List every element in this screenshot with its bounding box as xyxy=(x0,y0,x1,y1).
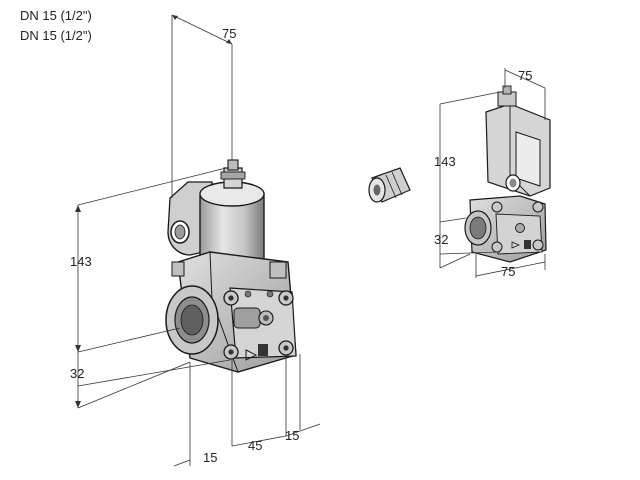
large-dimension-lines xyxy=(75,14,321,467)
large-dim-top-75: 75 xyxy=(222,26,236,41)
large-dim-bottom-right-15: 15 xyxy=(285,428,299,443)
cable-gland xyxy=(368,167,411,203)
large-dim-bottom-left-15: 15 xyxy=(203,450,217,465)
large-dim-height-143: 143 xyxy=(70,254,92,269)
small-dim-top-75: 75 xyxy=(518,68,532,83)
large-dim-bottom-mid-45: 45 xyxy=(248,438,262,453)
small-dimension-lines xyxy=(439,68,546,278)
header-line-2: DN 15 (1/2") xyxy=(20,28,92,43)
small-valve xyxy=(464,85,551,263)
large-dim-base-32: 32 xyxy=(70,366,84,381)
small-dim-height-143: 143 xyxy=(434,154,456,169)
small-dim-base-32: 32 xyxy=(434,232,448,247)
small-dim-bottom-75: 75 xyxy=(501,264,515,279)
large-valve xyxy=(165,159,297,373)
header-line-1: DN 15 (1/2") xyxy=(20,8,92,23)
